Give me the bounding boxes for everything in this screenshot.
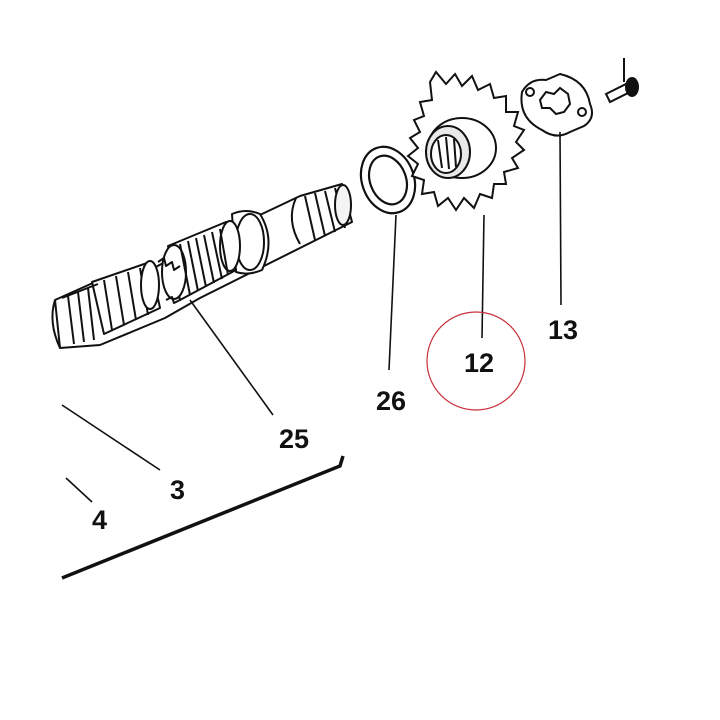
shaft-assembly — [51, 183, 353, 349]
leader-line-13 — [559, 131, 562, 306]
retainer-plate — [520, 72, 593, 137]
shaft-splined-left — [61, 283, 99, 345]
leader-lines — [61, 131, 562, 503]
shaft-splined-end — [290, 184, 352, 245]
callout-label-25: 25 — [279, 424, 309, 454]
callout-label-3: 3 — [170, 475, 185, 505]
frame-border — [61, 455, 345, 580]
shaft-splined-middle — [91, 260, 161, 335]
leader-line-4 — [65, 477, 93, 503]
leader-line-12 — [481, 214, 485, 339]
callout-label-12: 12 — [464, 348, 494, 378]
callout-label-4: 4 — [92, 505, 107, 535]
sprocket — [406, 70, 526, 212]
callout-label-26: 26 — [376, 386, 406, 416]
leader-line-26 — [388, 214, 397, 371]
leader-line-25 — [189, 299, 274, 416]
highlight-circle — [426, 311, 526, 411]
callout-label-13: 13 — [548, 315, 578, 345]
bolt — [604, 58, 639, 104]
thrust-washer — [359, 145, 417, 215]
needle-bearing — [157, 220, 241, 304]
leader-line-3 — [61, 404, 161, 471]
